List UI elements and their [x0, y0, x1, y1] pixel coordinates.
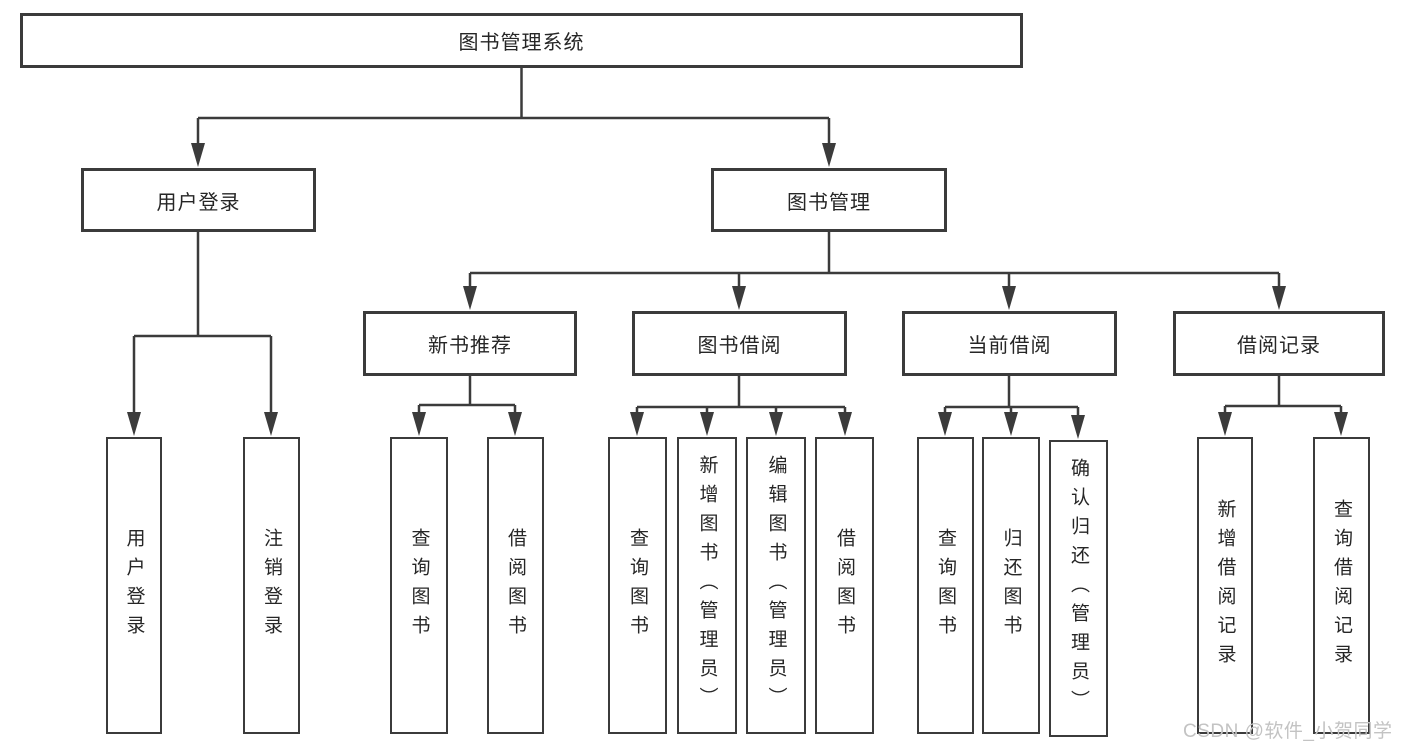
- leaf-label: 借阅图书: [505, 527, 526, 644]
- connector-borrowing-to-leaves: [630, 376, 852, 436]
- node-new-book-recommendation: 新书推荐: [363, 311, 577, 376]
- leaf-edit-book-admin: 编辑图书（管理员）: [746, 437, 806, 734]
- leaf-label: 查询图书: [935, 527, 956, 644]
- leaf-label: 归还图书: [1000, 527, 1022, 644]
- arrowhead: [1218, 412, 1232, 436]
- arrowhead: [822, 143, 836, 167]
- arrowhead: [938, 412, 952, 436]
- connector-recommend-to-leaves: [412, 376, 522, 436]
- node-book-management: 图书管理: [711, 168, 947, 232]
- connector-login-to-leaves: [127, 232, 278, 436]
- leaf-query-books-current: 查询图书: [917, 437, 974, 734]
- leaf-add-borrow-record: 新增借阅记录: [1197, 437, 1253, 734]
- leaf-query-books-borrowing: 查询图书: [608, 437, 667, 734]
- leaf-logout: 注销登录: [243, 437, 300, 734]
- connector-management-to-groups: [463, 232, 1286, 310]
- leaf-label: 查询图书: [627, 527, 648, 644]
- arrowhead: [1002, 286, 1016, 310]
- leaf-user-login: 用户登录: [106, 437, 162, 734]
- arrowhead: [1334, 412, 1348, 436]
- arrowhead: [838, 412, 852, 436]
- leaf-label: 确认归还（管理员）: [1068, 458, 1089, 719]
- connector-current-to-leaves: [938, 376, 1085, 439]
- node-current-borrowing: 当前借阅: [902, 311, 1117, 376]
- watermark: CSDN @软件_小贺同学: [1183, 721, 1393, 742]
- arrowhead: [191, 143, 205, 167]
- node-root: 图书管理系统: [20, 13, 1023, 68]
- arrowhead: [264, 412, 278, 436]
- leaf-query-books-recommend: 查询图书: [390, 437, 448, 734]
- leaf-borrow-books-borrowing: 借阅图书: [815, 437, 874, 734]
- leaf-return-books: 归还图书: [982, 437, 1040, 734]
- leaf-label: 注销登录: [261, 527, 282, 644]
- leaf-add-book-admin: 新增图书（管理员）: [677, 437, 737, 734]
- arrowhead: [732, 286, 746, 310]
- arrowhead: [1071, 415, 1085, 439]
- node-user-login: 用户登录: [81, 168, 316, 232]
- leaf-label: 查询图书: [408, 527, 430, 644]
- connector-records-to-leaves: [1218, 376, 1348, 436]
- leaf-borrow-books-recommend: 借阅图书: [487, 437, 544, 734]
- leaf-label: 新增图书（管理员）: [696, 455, 718, 716]
- arrowhead: [769, 412, 783, 436]
- leaf-query-borrow-record: 查询借阅记录: [1313, 437, 1370, 734]
- arrowhead: [700, 412, 714, 436]
- arrowhead: [412, 412, 426, 436]
- arrowhead: [463, 286, 477, 310]
- arrowhead: [508, 412, 522, 436]
- leaf-label: 用户登录: [123, 527, 145, 644]
- arrowhead: [1004, 412, 1018, 436]
- leaf-label: 借阅图书: [834, 527, 855, 644]
- node-book-borrowing: 图书借阅: [632, 311, 847, 376]
- connector-root-to-level2: [191, 68, 836, 167]
- arrowhead: [127, 412, 141, 436]
- leaf-label: 编辑图书（管理员）: [765, 455, 787, 716]
- leaf-label: 新增借阅记录: [1214, 498, 1236, 673]
- node-borrowing-records: 借阅记录: [1173, 311, 1385, 376]
- leaf-confirm-return-admin: 确认归还（管理员）: [1049, 440, 1108, 737]
- leaf-label: 查询借阅记录: [1331, 498, 1352, 673]
- arrowhead: [1272, 286, 1286, 310]
- arrowhead: [630, 412, 644, 436]
